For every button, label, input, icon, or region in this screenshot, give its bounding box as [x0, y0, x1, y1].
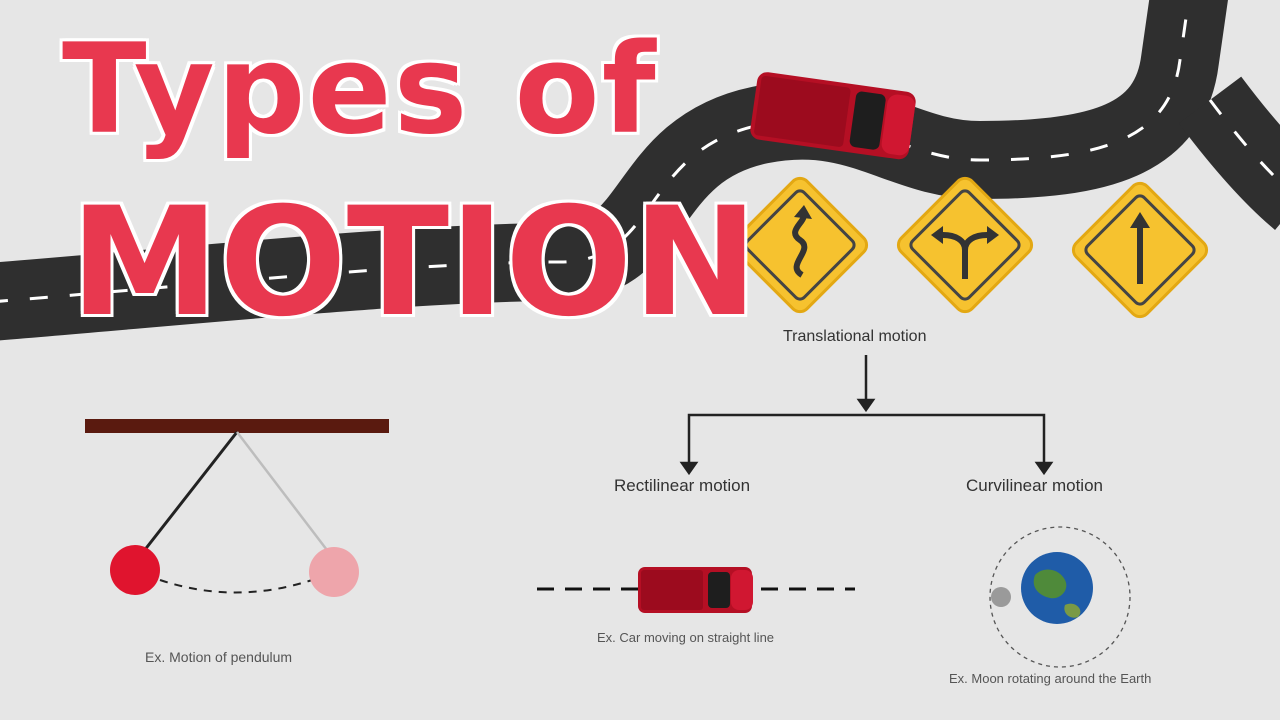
pendulum-bar	[85, 419, 389, 433]
title-line-1: Types of	[62, 18, 658, 162]
pendulum-bob	[110, 545, 160, 595]
winding-road-sign-icon	[731, 176, 869, 314]
car-on-road-icon	[750, 72, 916, 160]
straight-ahead-sign-icon	[1071, 181, 1209, 319]
earth-moon-illustration	[989, 526, 1131, 668]
fork-road-sign-icon	[896, 176, 1034, 314]
title-line-2: MOTION	[70, 176, 758, 350]
pendulum-illustration	[85, 419, 389, 597]
moon-example-caption: Ex. Moon rotating around the Earth	[949, 671, 1152, 686]
pendulum-example-caption: Ex. Motion of pendulum	[145, 649, 293, 665]
straight-line-car-illustration	[537, 567, 855, 613]
curvilinear-motion-label: Curvilinear motion	[966, 476, 1103, 495]
tree-connectors	[679, 355, 1054, 476]
moon-icon	[991, 587, 1011, 607]
rectilinear-motion-label: Rectilinear motion	[614, 476, 751, 495]
car-example-caption: Ex. Car moving on straight line	[597, 630, 775, 645]
pendulum-bob-ghost	[309, 547, 359, 597]
translational-motion-label: Translational motion	[783, 328, 927, 345]
road	[0, 0, 1280, 341]
